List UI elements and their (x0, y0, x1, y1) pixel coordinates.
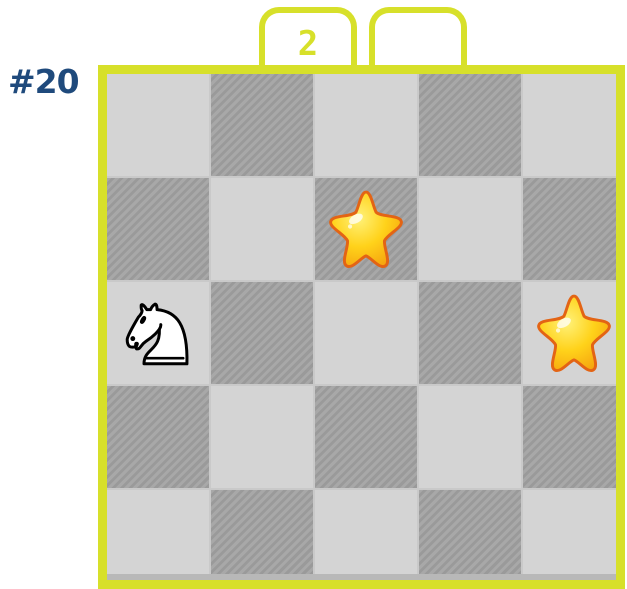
board-square[interactable] (419, 490, 521, 574)
knight-icon (116, 291, 200, 375)
board-square[interactable] (523, 282, 616, 384)
answer-tab-1[interactable]: 2 (259, 7, 357, 69)
star-icon (532, 291, 616, 375)
board-square[interactable] (211, 490, 313, 574)
chess-board (98, 65, 625, 589)
board-square[interactable] (211, 282, 313, 384)
star-icon (324, 187, 408, 271)
board-square[interactable] (419, 178, 521, 280)
board-grid (107, 74, 616, 574)
board-square[interactable] (107, 386, 209, 488)
board-square[interactable] (107, 178, 209, 280)
answer-tab-1-value: 2 (298, 24, 318, 64)
board-square[interactable] (211, 178, 313, 280)
board-square[interactable] (107, 282, 209, 384)
board-square[interactable] (523, 386, 616, 488)
board-square[interactable] (315, 386, 417, 488)
board-floor (107, 574, 616, 580)
board-square[interactable] (419, 282, 521, 384)
board-square[interactable] (315, 490, 417, 574)
board-square[interactable] (419, 386, 521, 488)
board-square[interactable] (523, 490, 616, 574)
board-square[interactable] (523, 74, 616, 176)
board-square[interactable] (523, 178, 616, 280)
board-square[interactable] (211, 74, 313, 176)
board-square[interactable] (419, 74, 521, 176)
answer-tab-2[interactable] (369, 7, 467, 69)
board-square[interactable] (107, 74, 209, 176)
board-square[interactable] (107, 490, 209, 574)
board-square[interactable] (315, 178, 417, 280)
board-square[interactable] (315, 282, 417, 384)
puzzle-number: #20 (8, 62, 79, 101)
board-square[interactable] (315, 74, 417, 176)
board-square[interactable] (211, 386, 313, 488)
